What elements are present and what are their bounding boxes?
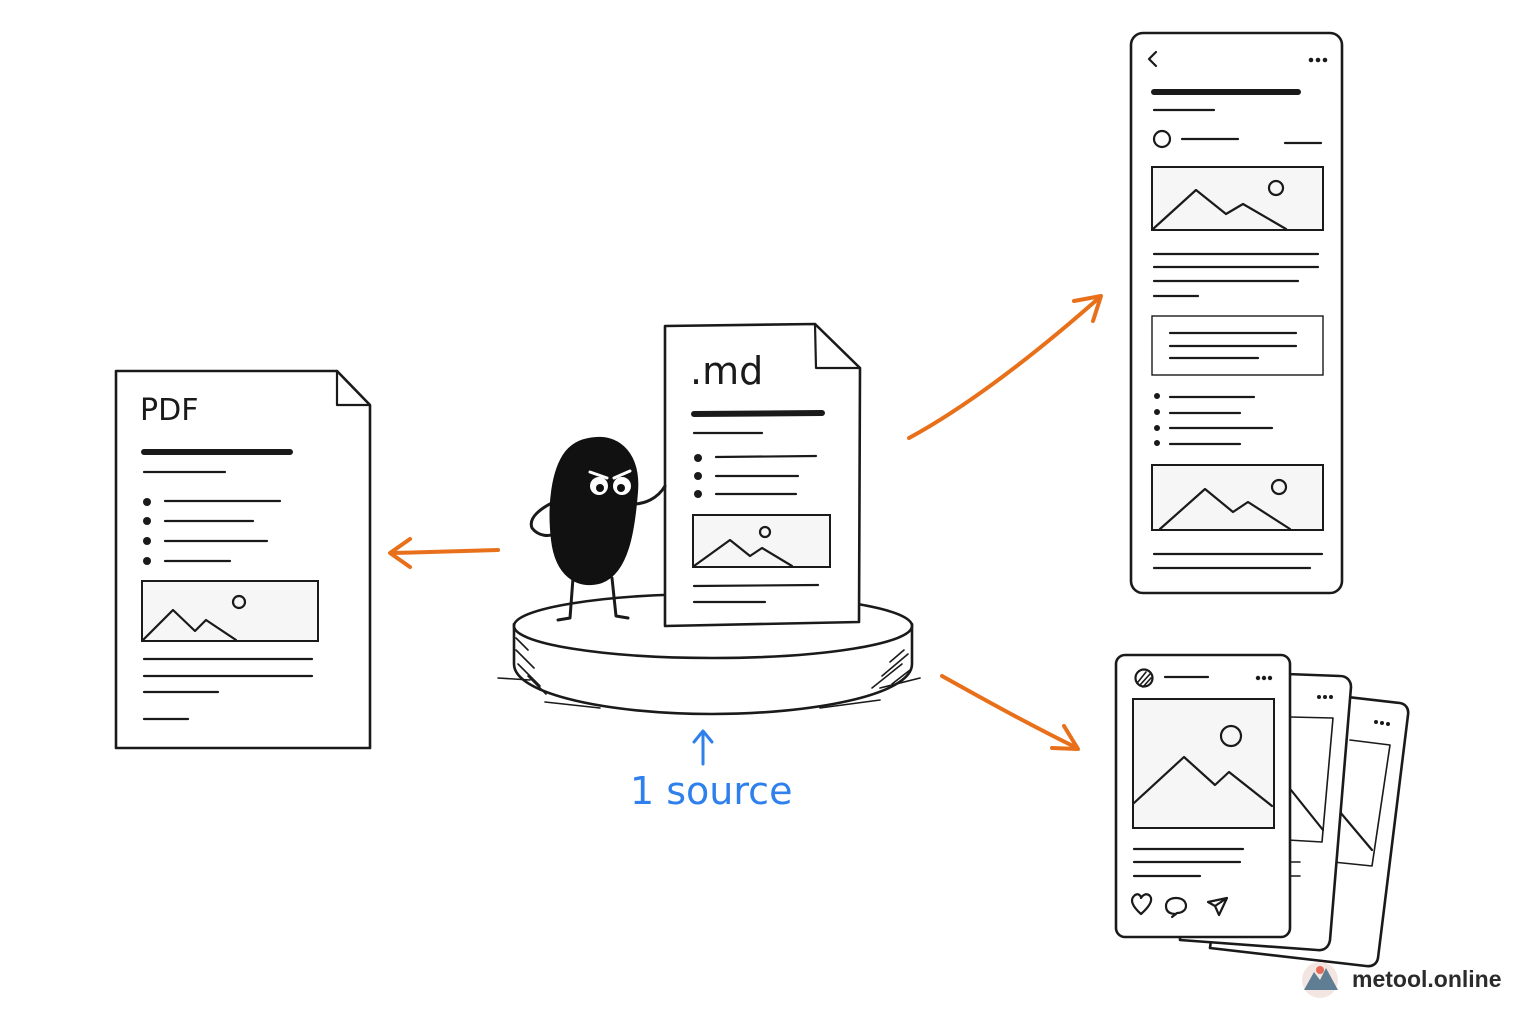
md-label: .md [690,349,763,393]
image-placeholder-icon [1151,464,1324,531]
image-placeholder-icon [1151,166,1324,231]
comment-icon [1164,896,1188,919]
image-placeholder-icon [692,514,831,568]
profile-avatar [1134,668,1154,688]
arrow-to-pdf [388,537,500,569]
arrow-to-mobile [907,294,1103,440]
more-icon [1317,695,1333,699]
pdf-label: PDF [140,393,198,428]
quote-block [1151,315,1324,376]
md-bullet-list [694,454,818,498]
markdown-document: .md [663,322,862,628]
social-card-front [1114,653,1292,939]
source-label: 1 source [630,769,792,813]
watermark: metool.online [1302,962,1502,998]
mobile-bullet-list [1154,393,1274,446]
image-placeholder-icon [141,580,319,642]
brand-logo-icon [1302,962,1338,998]
image-placeholder-icon [1132,698,1275,829]
arrow-to-social [940,674,1080,751]
more-icon [1308,57,1328,63]
pdf-document: PDF [114,369,372,750]
mobile-article-mockup [1129,31,1344,595]
brand-name: metool.online [1352,966,1502,992]
more-icon [1255,675,1273,681]
heart-icon [1130,893,1153,916]
pdf-bullet-list [143,498,282,565]
social-card-stack [1114,653,1410,968]
send-icon [1206,896,1229,917]
source-annotation: 1 source [630,729,792,813]
more-icon [1374,720,1390,726]
back-icon [1147,50,1158,68]
mascot-character [529,436,667,622]
author-avatar [1152,129,1172,149]
